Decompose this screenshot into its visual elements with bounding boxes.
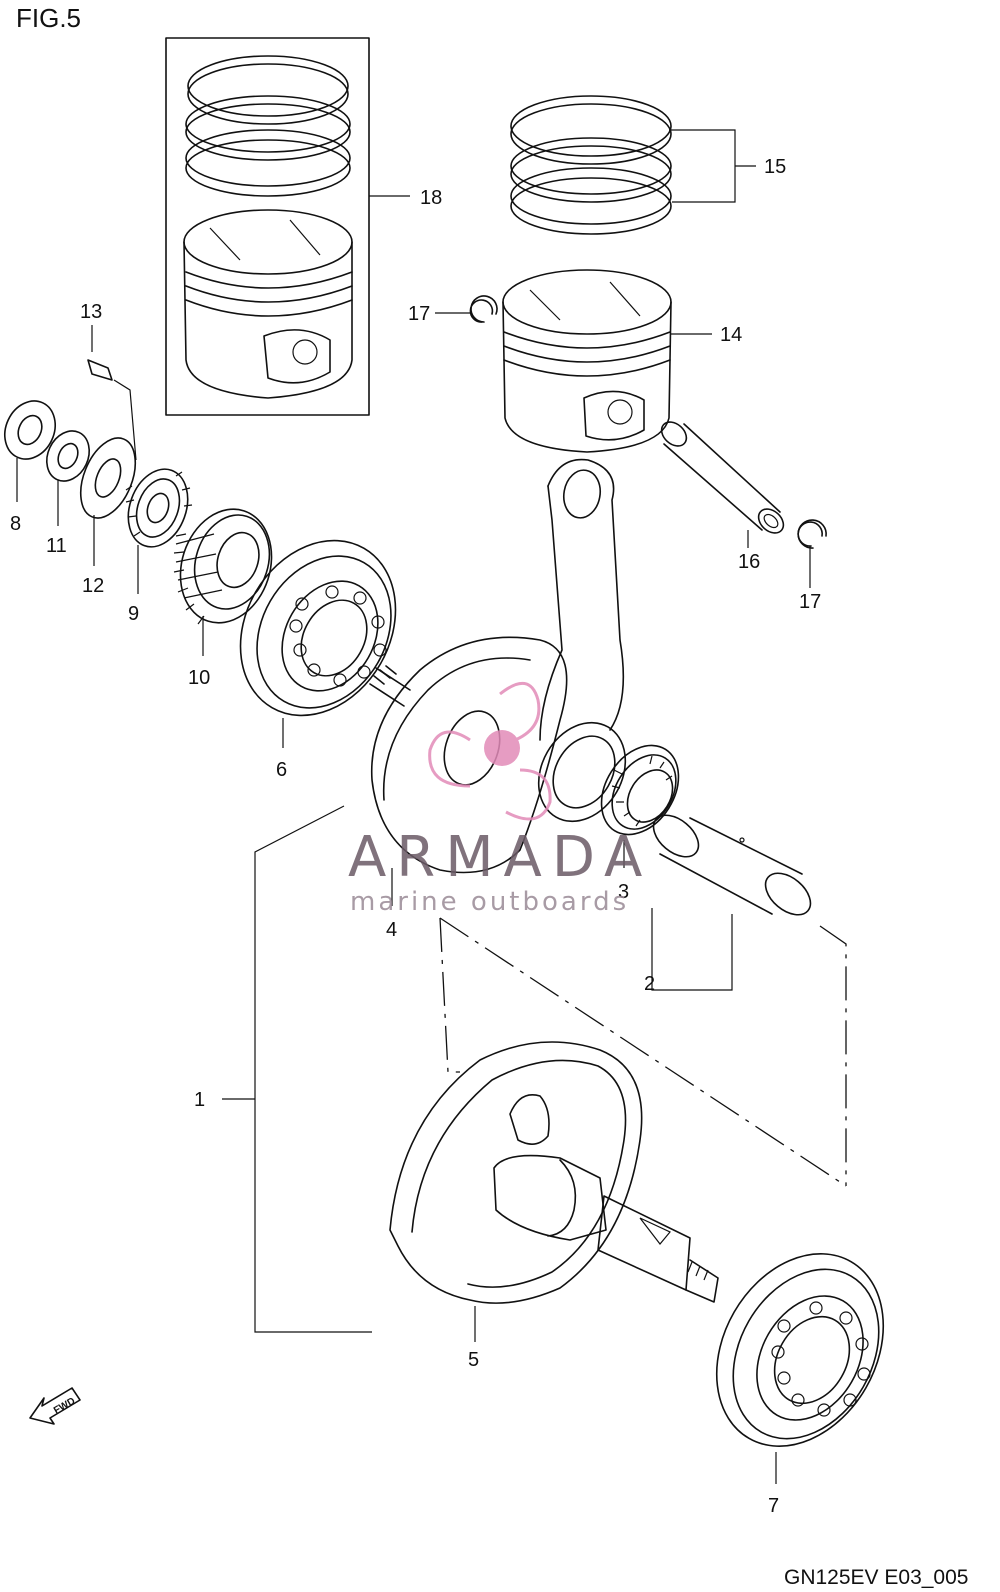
watermark-logo-icon — [428, 682, 552, 821]
callout-15: 15 — [764, 156, 786, 178]
callout-16: 16 — [738, 551, 760, 573]
part-13-key — [87, 359, 113, 381]
figure-label: FIG.5 — [16, 3, 81, 33]
part-3-needle-bearing — [600, 744, 680, 836]
callout-17-upper: 17 — [408, 303, 430, 325]
part-11-spacer — [46, 430, 90, 482]
callout-9: 9 — [128, 603, 139, 625]
part-15-piston-rings — [510, 95, 672, 235]
part-7-bearing — [715, 1253, 885, 1447]
callout-10: 10 — [188, 667, 210, 689]
callout-18: 18 — [420, 187, 442, 209]
callout-12: 12 — [82, 575, 104, 597]
part-18-piston-set — [165, 37, 370, 416]
callout-7: 7 — [768, 1495, 779, 1517]
callout-6: 6 — [276, 759, 287, 781]
part-5-crankshaft-right — [389, 1041, 719, 1304]
part-17-circlip-upper — [469, 295, 498, 323]
part-8-oil-seal — [4, 400, 56, 460]
part-6-bearing — [239, 539, 397, 717]
part-4-crankshaft-left-with-conrod — [369, 458, 627, 874]
callout-1: 1 — [194, 1089, 205, 1111]
watermark: ARMADA marine outboards — [348, 682, 652, 917]
callout-11: 11 — [46, 535, 67, 557]
part-17-circlip-lower — [797, 519, 827, 549]
callout-13: 13 — [80, 301, 102, 323]
part-16-piston-pin — [660, 421, 785, 534]
part-9-gear-small — [125, 468, 193, 548]
callout-2: 2 — [644, 973, 655, 995]
part-2-crank-pin — [652, 814, 812, 916]
watermark-brand: ARMADA — [348, 825, 652, 890]
callout-17-lower: 17 — [799, 591, 821, 613]
callout-4: 4 — [386, 919, 397, 941]
callout-5: 5 — [468, 1349, 479, 1371]
part-10-gear-large — [173, 508, 273, 625]
watermark-tagline: marine outboards — [350, 887, 629, 917]
diagram-code: GN125EV E03_005 — [784, 1566, 968, 1589]
callout-14: 14 — [720, 324, 742, 346]
callout-8: 8 — [10, 513, 21, 535]
callout-3: 3 — [618, 881, 629, 903]
